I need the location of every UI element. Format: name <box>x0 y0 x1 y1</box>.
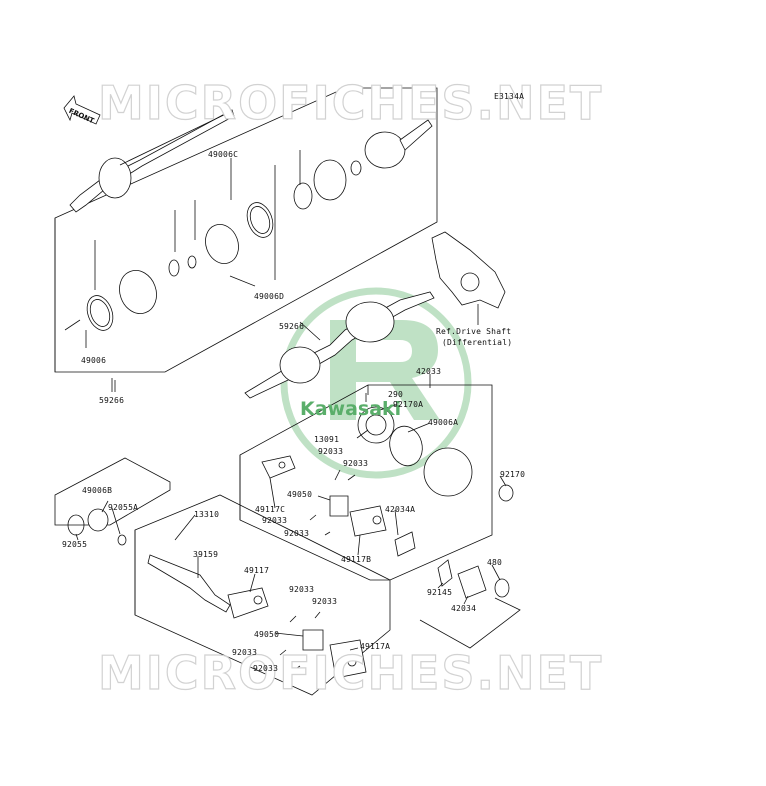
part-label-290[interactable]: 290 <box>388 390 404 399</box>
part-label-92033-a[interactable]: 92033 <box>318 447 344 456</box>
part-label-92033-b[interactable]: 92033 <box>343 459 369 468</box>
part-label-92033-e[interactable]: 92033 <box>289 585 315 594</box>
part-label-59266-lower[interactable]: 59266 <box>99 396 125 405</box>
cv-cup <box>357 406 395 444</box>
part-label-13310[interactable]: 13310 <box>194 510 220 519</box>
part-label-49006c[interactable]: 49006C <box>208 150 239 159</box>
part-label-92033-g[interactable]: 92033 <box>232 648 258 657</box>
rear-boot <box>423 447 473 497</box>
axle-shaft <box>69 109 235 213</box>
propeller-shaft <box>147 554 231 613</box>
kawasaki-logo-icon <box>280 287 472 479</box>
part-label-49006a[interactable]: 49006A <box>428 418 459 427</box>
differential-housing <box>431 231 506 309</box>
part-label-49006b[interactable]: 49006B <box>82 486 113 495</box>
ring-49006c <box>246 202 274 238</box>
boot-band <box>389 425 423 467</box>
part-label-92055a[interactable]: 92055A <box>108 503 139 512</box>
part-label-92170[interactable]: 92170 <box>500 470 526 479</box>
boot-outer <box>119 270 157 314</box>
part-label-49006[interactable]: 49006 <box>81 356 107 365</box>
part-label-49117b[interactable]: 49117B <box>341 555 372 564</box>
part-label-49006d[interactable]: 49006D <box>254 292 285 301</box>
ref-note-line1: Ref.Drive Shaft <box>436 327 512 336</box>
frame-outline-left <box>54 457 171 526</box>
part-label-49117c[interactable]: 49117C <box>255 505 286 514</box>
ref-note-line2: (Differential) <box>442 338 513 347</box>
part-label-49050-upper[interactable]: 49050 <box>287 490 313 499</box>
sleeve-42034 <box>457 565 487 599</box>
stub-42034a <box>394 531 416 557</box>
part-label-92033-d[interactable]: 92033 <box>284 529 310 538</box>
bearing-49006b <box>87 508 109 532</box>
ring-49006 <box>86 295 114 331</box>
cv-joint-inner <box>313 159 347 201</box>
part-label-42034[interactable]: 42034 <box>451 604 477 613</box>
yoke-49117a <box>329 639 367 679</box>
cross-49050b <box>302 629 324 651</box>
part-label-480[interactable]: 480 <box>487 558 503 567</box>
boot-inner <box>205 224 239 264</box>
yoke-49117b <box>349 505 387 537</box>
part-label-92033-h[interactable]: 92033 <box>253 664 279 673</box>
cv-joint-outer <box>364 131 406 169</box>
part-label-39159[interactable]: 39159 <box>193 550 219 559</box>
part-label-92033-f[interactable]: 92033 <box>312 597 338 606</box>
spring-92145 <box>437 559 453 587</box>
part-label-42034a[interactable]: 42034A <box>385 505 416 514</box>
diagram-code: E3134A <box>494 92 525 101</box>
ring-480 <box>494 578 510 598</box>
yoke-49117c <box>261 455 296 479</box>
part-label-49117a[interactable]: 49117A <box>360 642 391 651</box>
part-label-49117[interactable]: 49117 <box>244 566 270 575</box>
part-label-42033[interactable]: 42033 <box>416 367 442 376</box>
part-label-92170a[interactable]: 92170A <box>393 400 424 409</box>
part-label-92055[interactable]: 92055 <box>62 540 88 549</box>
watermark-text-top: MICROFICHES.NET <box>97 75 604 130</box>
part-label-13091[interactable]: 13091 <box>314 435 340 444</box>
cross-49050a <box>329 495 349 517</box>
watermark-brand: Kawasaki <box>300 398 402 420</box>
ring-92055a <box>117 534 127 546</box>
part-label-92145[interactable]: 92145 <box>427 588 453 597</box>
part-label-92033-c[interactable]: 92033 <box>262 516 288 525</box>
front-arrow-icon <box>63 95 101 125</box>
part-label-49050-lower[interactable]: 49050 <box>254 630 280 639</box>
frame-outline-rear <box>239 384 493 581</box>
part-label-59266-upper[interactable]: 59266 <box>279 322 305 331</box>
watermark-text-bottom: MICROFICHES.NET <box>97 645 604 700</box>
yoke-49117 <box>227 587 269 619</box>
